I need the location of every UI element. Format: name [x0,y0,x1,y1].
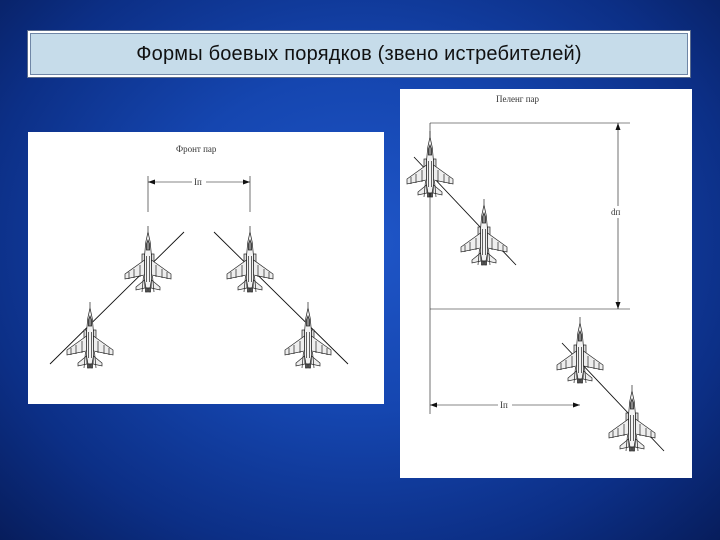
front-left-pair-line [49,231,185,365]
front-interval-label: Іп [194,177,202,187]
jet-icon [124,225,172,293]
slide-title: Формы боевых порядков (звено истребителе… [136,42,582,65]
jet-icon [556,316,604,384]
jet-icon [608,384,656,452]
slide-title-box: Формы боевых порядков (звено истребителе… [27,30,691,78]
echelon-caption: Пеленг пар [496,94,540,104]
front-caption: Фронт пар [176,144,217,154]
echelon-distance-label: dп [611,207,621,217]
jet-icon [66,301,114,369]
jet-icon [460,198,508,266]
jet-icon [284,301,332,369]
front-right-pair-line [213,231,349,365]
front-formation-diagram: Фронт пар Іп [28,132,384,404]
echelon-formation-diagram: Пеленг пар dп Іп [400,89,692,478]
jet-icon [226,225,274,293]
echelon-interval-label: Іп [500,400,508,410]
jet-icon [406,130,454,198]
